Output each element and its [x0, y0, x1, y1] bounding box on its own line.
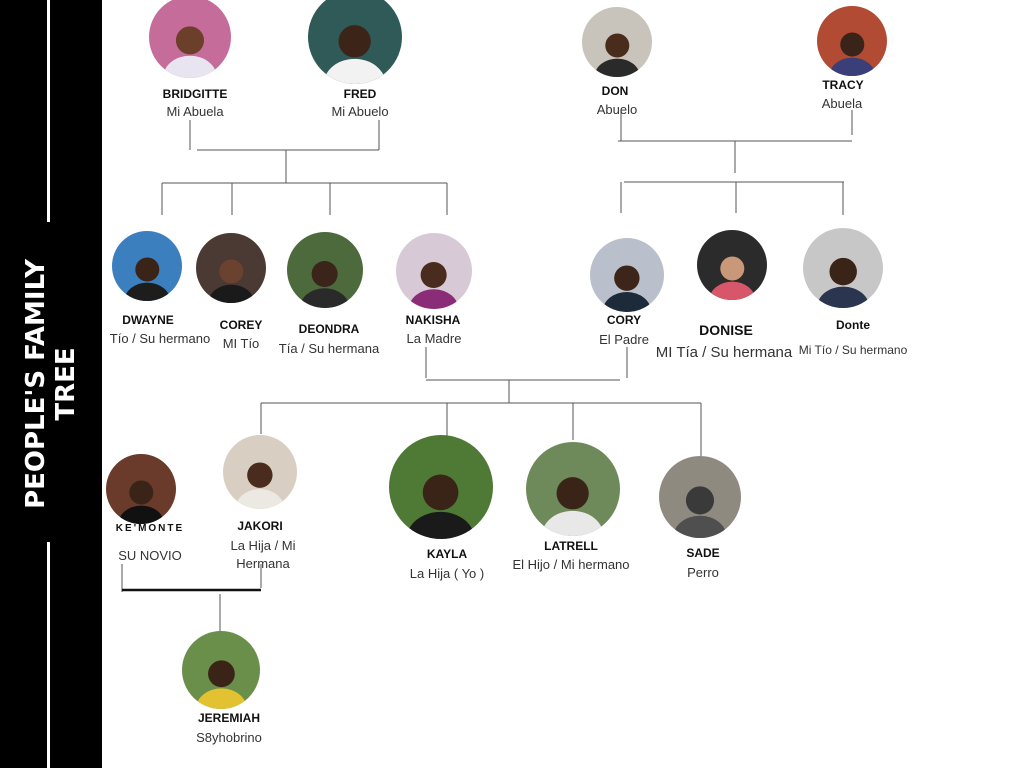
person-relation: Mi Abuela [166, 104, 224, 119]
person-name: JAKORI [237, 519, 283, 533]
person-silhouette-icon [324, 25, 386, 84]
person-name: COREY [219, 318, 263, 332]
person-relation: Tía / Su hermana [278, 341, 380, 356]
person-relation: Tío / Su hermano [109, 331, 211, 346]
person-relation: S8yhobrino [196, 730, 262, 745]
person-relation: El Padre [599, 332, 649, 347]
person-relation: Perro [687, 565, 719, 580]
avatar-donte [803, 228, 883, 308]
avatar-tracy [817, 6, 887, 76]
person-name: CORY [606, 313, 642, 327]
person-silhouette-icon [594, 33, 640, 77]
avatar-nakisha [396, 233, 472, 309]
person-silhouette-icon [118, 480, 164, 524]
person-silhouette-icon [816, 258, 870, 308]
person-name: DWAYNE [122, 313, 174, 327]
sidebar: PEOPLE'S FAMILY TREE [0, 0, 102, 768]
person-silhouette-icon [542, 477, 604, 536]
person-silhouette-icon [406, 474, 476, 539]
person-relation: Abuelo [596, 102, 638, 117]
person-relation: MI Tía / Su hermana [655, 344, 793, 361]
person-name: BRIDGITTE [162, 87, 228, 101]
person-name: Donte [836, 318, 870, 332]
person-relation: El Hijo / Mi hermano [512, 557, 630, 572]
person-name: LATRELL [544, 539, 598, 553]
person-silhouette-icon [208, 259, 254, 303]
person-name: KE'MONTE [115, 523, 185, 534]
person-name: FRED [343, 87, 377, 101]
person-silhouette-icon [602, 265, 652, 312]
person-name: DEONDRA [298, 322, 360, 336]
person-relation: SU NOVIO [118, 548, 182, 563]
avatar-jeremiah [182, 631, 260, 709]
person-relation: MI Tío [222, 336, 260, 351]
avatar-don [582, 7, 652, 77]
avatar-deondra [287, 232, 363, 308]
avatar-fred [308, 0, 402, 84]
person-name: DON [601, 84, 629, 98]
person-relation: La Madre [406, 331, 462, 346]
avatar-kayla [389, 435, 493, 539]
person-silhouette-icon [235, 462, 285, 509]
person-silhouette-icon [829, 32, 875, 76]
person-silhouette-icon [195, 660, 247, 709]
avatar-sade [659, 456, 741, 538]
avatar-latrell [526, 442, 620, 536]
person-silhouette-icon [124, 257, 170, 301]
avatar-bridgitte [149, 0, 231, 78]
avatar-donise [697, 230, 767, 300]
person-silhouette-icon [709, 256, 755, 300]
avatar-dwayne [112, 231, 182, 301]
person-silhouette-icon [673, 486, 727, 538]
sidebar-divider-top [47, 0, 50, 222]
avatar-corey [196, 233, 266, 303]
person-relation: Abuela [821, 96, 863, 111]
person-name: JEREMIAH [197, 711, 261, 725]
person-name: TRACY [822, 78, 864, 92]
person-relation: La Hija / Mi Hermana [230, 538, 296, 571]
person-relation: Mi Abuelo [331, 104, 389, 119]
avatar-kemonte [106, 454, 176, 524]
person-name: SADE [686, 546, 720, 560]
avatar-jakori [223, 435, 297, 509]
person-silhouette-icon [300, 260, 350, 308]
person-name: KAYLA [426, 547, 468, 561]
person-name: NAKISHA [405, 313, 461, 327]
person-name: DONISE [699, 322, 753, 338]
person-relation: Mi Tío / Su hermano [798, 343, 908, 357]
avatar-cory [590, 238, 664, 312]
sidebar-divider-bottom [47, 542, 50, 768]
person-silhouette-icon [409, 261, 459, 309]
person-relation: La Hija ( Yo ) [409, 566, 485, 581]
person-silhouette-icon [163, 26, 217, 78]
